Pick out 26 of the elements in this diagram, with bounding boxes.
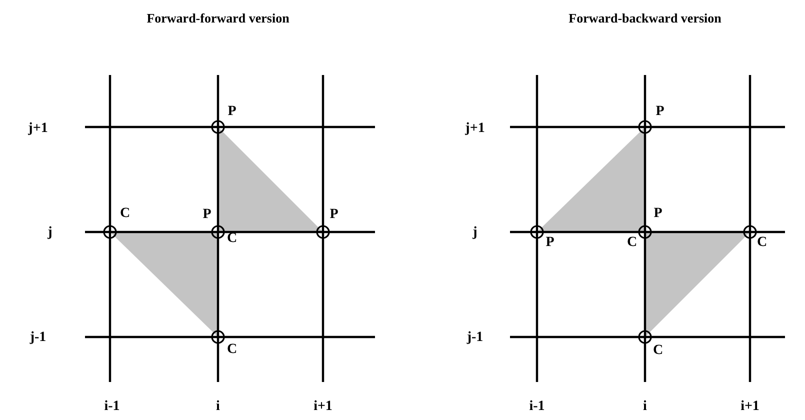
row-label: j <box>472 226 478 240</box>
point-label: P <box>228 105 236 119</box>
row-label: j+1 <box>465 122 485 136</box>
column-label: i <box>216 400 220 414</box>
point-label: C <box>226 343 238 357</box>
row-label: j-1 <box>30 331 46 345</box>
row-label: j-1 <box>466 331 484 345</box>
panel-title: Forward-backward version <box>568 12 722 24</box>
point-label: C <box>626 236 638 250</box>
point-label: C <box>756 236 768 250</box>
point-label: C <box>120 207 130 221</box>
point-label: C <box>226 232 238 246</box>
point-label: P <box>202 208 212 222</box>
column-label: i <box>643 400 647 414</box>
point-label: P <box>546 236 554 250</box>
column-label: i+1 <box>314 400 332 414</box>
point-label: P <box>656 105 664 119</box>
panel-title: Forward-forward version <box>146 12 290 24</box>
point-label: P <box>654 207 662 221</box>
row-label: j+1 <box>28 122 48 136</box>
column-label: i-1 <box>104 400 120 414</box>
row-label: j <box>48 226 52 240</box>
point-label: C <box>652 344 664 358</box>
point-label: P <box>330 208 338 222</box>
column-label: i+1 <box>740 400 760 414</box>
column-label: i-1 <box>529 400 545 414</box>
